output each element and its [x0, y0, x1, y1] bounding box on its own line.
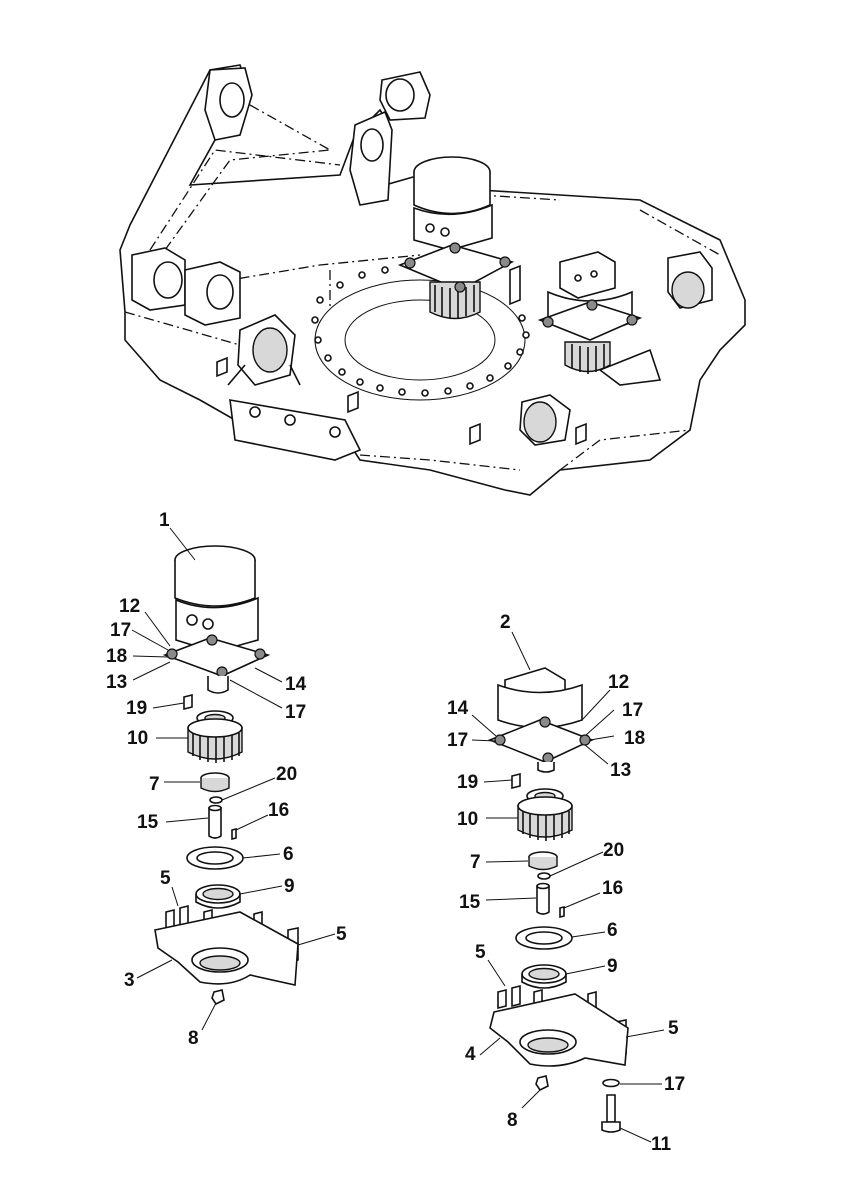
callout-20: 20: [603, 840, 624, 861]
callout-12: 12: [608, 672, 629, 693]
callout-15: 15: [137, 812, 159, 833]
callout-8: 8: [507, 1110, 518, 1131]
shaft-15: [536, 885, 550, 915]
pinion-gear-10: [187, 710, 243, 763]
swing-motor-1: [162, 545, 271, 694]
callout-12: 12: [119, 596, 140, 617]
callout-5: 5: [336, 924, 347, 945]
swing-motor-top-left: [397, 156, 515, 320]
mounting-plate-4: [489, 993, 629, 1067]
callout-20: 20: [276, 764, 297, 785]
callout-17: 17: [285, 702, 306, 723]
screw-16: [559, 905, 565, 919]
callout-7: 7: [470, 852, 481, 873]
dowel-pin-19: [183, 693, 193, 711]
washer-17: [602, 1078, 620, 1088]
callout-14: 14: [285, 674, 307, 695]
callout-5: 5: [475, 942, 486, 963]
callout-5: 5: [668, 1018, 679, 1039]
callout-1: 1: [159, 510, 170, 531]
bolt-circle: [311, 266, 530, 397]
bearing-7: [528, 851, 558, 871]
callout-16: 16: [602, 878, 623, 899]
base-frame-assembly: [119, 64, 746, 496]
callout-9: 9: [284, 876, 295, 897]
leader-lines-left: [131, 527, 336, 1031]
callout-17: 17: [664, 1074, 685, 1095]
callout-2: 2: [500, 612, 511, 633]
ring-washer-6: [186, 846, 244, 870]
pin-5b: [165, 908, 175, 930]
callout-6: 6: [607, 920, 618, 941]
left-exploded-assembly: [131, 527, 336, 1031]
callout-6: 6: [283, 844, 294, 865]
callout-10: 10: [457, 809, 478, 830]
ring-washer-6: [515, 926, 573, 950]
screw-16: [231, 827, 237, 841]
mounting-plate-3: [154, 911, 299, 986]
bolt-11: [601, 1094, 621, 1133]
callout-13: 13: [610, 760, 631, 781]
leader-lines-right: [471, 631, 665, 1143]
pinion-gear-10: [517, 788, 573, 841]
callout-19: 19: [457, 772, 478, 793]
washer-20: [209, 796, 223, 804]
pin-5a: [511, 984, 521, 1008]
right-exploded-assembly: [471, 631, 665, 1143]
bearing-7: [200, 772, 230, 793]
callout-17: 17: [447, 730, 468, 751]
pin-5b: [497, 988, 507, 1010]
left-callouts: 1 12 17 18 13 14 17 19 10 7 20 15 16 6 5…: [106, 510, 347, 1049]
seal-9: [521, 964, 567, 989]
swing-motor-2: [487, 667, 595, 773]
callout-3: 3: [124, 970, 135, 991]
shaft-15: [208, 807, 222, 839]
washer-20: [537, 872, 551, 880]
callout-15: 15: [459, 892, 481, 913]
callout-11: 11: [651, 1134, 672, 1155]
callout-18: 18: [624, 728, 645, 749]
dowel-pin-19: [511, 772, 521, 790]
slew-ring: [314, 279, 526, 401]
callout-17: 17: [622, 700, 643, 721]
right-callouts: 2 12 14 17 17 18 13 19 10 7 20 15 16 6 5…: [447, 612, 685, 1155]
callout-19: 19: [126, 698, 147, 719]
callout-7: 7: [149, 774, 160, 795]
callout-8: 8: [188, 1028, 199, 1049]
callout-14: 14: [447, 698, 469, 719]
callout-5: 5: [160, 868, 171, 889]
seal-9: [195, 884, 241, 909]
callout-18: 18: [106, 646, 127, 667]
callout-10: 10: [127, 728, 148, 749]
callout-16: 16: [268, 800, 289, 821]
drain-plug-8: [211, 989, 225, 1006]
drain-plug-8: [535, 1075, 549, 1092]
callout-13: 13: [106, 672, 127, 693]
callout-17: 17: [110, 620, 131, 641]
callout-4: 4: [465, 1044, 476, 1065]
swing-motor-top-right: [537, 251, 662, 386]
callout-9: 9: [607, 956, 618, 977]
